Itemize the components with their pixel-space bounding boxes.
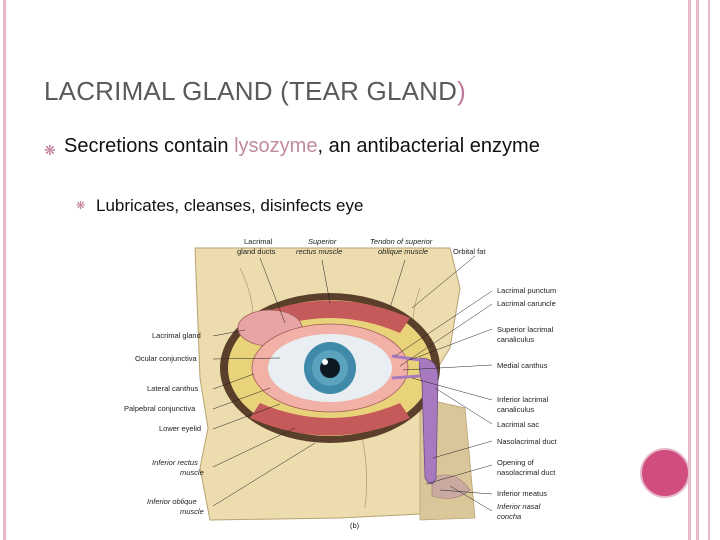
- right-frame-line: [688, 0, 691, 540]
- left-frame-line: [3, 0, 6, 540]
- svg-text:muscle: muscle: [180, 507, 204, 516]
- right-frame-line: [708, 0, 710, 540]
- title-text: LACRIMAL GLAND (TEAR GLAND: [44, 76, 458, 106]
- sub-bullet-icon: ❋: [76, 200, 86, 212]
- label-inferior-canaliculus: Inferior lacrimal: [497, 395, 549, 404]
- label-inferior-oblique: Inferior oblique: [147, 497, 197, 506]
- label-inferior-nasal-concha: Inferior nasal: [497, 502, 541, 511]
- svg-text:gland ducts: gland ducts: [237, 247, 276, 256]
- label-opening-nasolacrimal-duct: Opening of: [497, 458, 535, 467]
- highlight-lysozyme: lysozyme: [234, 135, 318, 157]
- label-lacrimal-gland-ducts: Lacrimal: [244, 237, 273, 246]
- label-lacrimal-punctum: Lacrimal punctum: [497, 286, 556, 295]
- label-palpebral-conjunctiva: Palpebral conjunctiva: [124, 404, 196, 413]
- svg-text:oblique muscle: oblique muscle: [378, 247, 428, 256]
- label-lateral-canthus: Lateral canthus: [147, 384, 199, 393]
- label-ocular-conjunctiva: Ocular conjunctiva: [135, 354, 198, 363]
- svg-text:canaliculus: canaliculus: [497, 335, 534, 344]
- label-lacrimal-gland: Lacrimal gland: [152, 331, 201, 340]
- label-inferior-meatus: Inferior meatus: [497, 489, 547, 498]
- svg-text:concha: concha: [497, 512, 521, 521]
- right-frame-line: [696, 0, 699, 540]
- label-lacrimal-caruncle: Lacrimal caruncle: [497, 299, 556, 308]
- bullet-text: Secretions contain lysozyme, an antibact…: [64, 135, 540, 157]
- label-medial-canthus: Medial canthus: [497, 361, 548, 370]
- label-tendon-superior-oblique: Tendon of superior: [370, 237, 433, 246]
- decorative-circle: [640, 448, 690, 498]
- title-close-paren: ): [457, 76, 466, 106]
- svg-text:rectus muscle: rectus muscle: [296, 247, 342, 256]
- label-superior-rectus: Superior: [308, 237, 337, 246]
- label-lacrimal-sac: Lacrimal sac: [497, 420, 539, 429]
- svg-text:muscle: muscle: [180, 468, 204, 477]
- label-orbital-fat: Orbital fat: [453, 247, 486, 256]
- sub-bullet-text: Lubricates, cleanses, disinfects eye: [96, 196, 364, 215]
- label-nasolacrimal-duct: Nasolacrimal duct: [497, 437, 558, 446]
- label-lower-eyelid: Lower eyelid: [159, 424, 201, 433]
- svg-text:canaliculus: canaliculus: [497, 405, 534, 414]
- bullet-icon: ❋: [44, 142, 56, 158]
- slide-title: LACRIMAL GLAND (TEAR GLAND): [44, 76, 466, 107]
- svg-text:nasolacrimal duct: nasolacrimal duct: [497, 468, 556, 477]
- figure-caption: (b): [350, 521, 360, 530]
- lacrimal-sac: [418, 357, 439, 485]
- label-inferior-rectus: Inferior rectus: [152, 458, 198, 467]
- lacrimal-apparatus-illustration: Lacrimal gland ducts Superior rectus mus…: [124, 237, 558, 530]
- label-superior-canaliculus: Superior lacrimal: [497, 325, 554, 334]
